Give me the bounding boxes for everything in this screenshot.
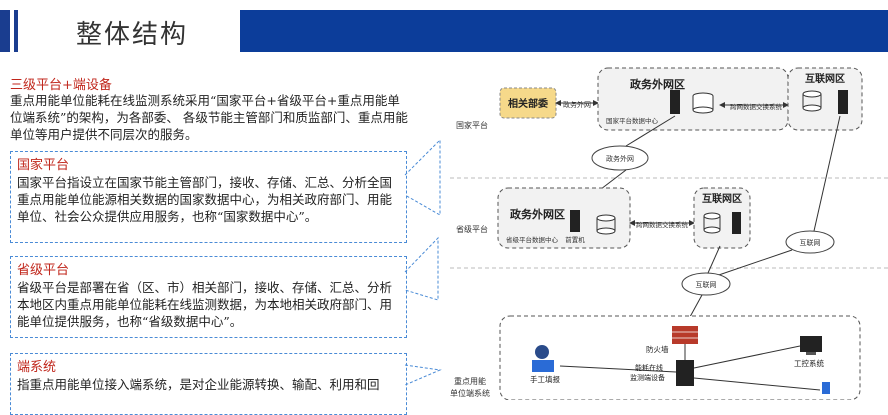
end-system-box: 端系统 指重点用能单位接入端系统，是对企业能源转换、输配、利用和回	[10, 353, 407, 415]
national-internet-zone	[787, 67, 863, 131]
national-platform-box: 国家平台 国家平台指设立在国家节能主管部门，接收、存储、汇总、分析全国重点用能单…	[10, 151, 407, 243]
national-gov-zone-label: 政务外网区	[630, 77, 685, 91]
row-label-enterprise-1: 重点用能	[454, 376, 486, 386]
box-body: 指重点用能单位接入端系统，是对企业能源转换、输配、利用和回	[17, 377, 380, 392]
server-icon	[838, 90, 848, 114]
terminal-label-1: 能耗在线	[635, 363, 663, 372]
frontend-label: 前置机	[565, 235, 585, 244]
row-label-national: 国家平台	[456, 120, 488, 130]
row-label-provincial: 省级平台	[456, 224, 488, 234]
database-icon	[692, 106, 714, 114]
laptop-icon	[532, 360, 554, 372]
provincial-gov-zone-sub: 省级平台数据中心	[506, 235, 559, 244]
row-label-enterprise-2: 单位端系统	[450, 388, 490, 398]
title-banner	[240, 10, 888, 52]
section-heading: 三级平台+端设备	[10, 78, 112, 93]
provincial-zone	[497, 187, 631, 249]
cloud-gov-label: 政务外网	[606, 154, 634, 163]
server-icon	[670, 90, 680, 114]
cloud-gov-net	[591, 145, 649, 171]
page-title: 整体结构	[76, 20, 189, 50]
box-heading: 国家平台	[17, 158, 70, 173]
cloud-internet-right-label: 互联网	[800, 238, 821, 247]
database-icon	[596, 227, 616, 235]
ministry-link-label: 政务外网	[563, 100, 591, 109]
server-icon	[732, 212, 741, 234]
cloud-internet-right	[785, 230, 835, 254]
ics-label: 工控系统	[794, 358, 824, 368]
national-exchange-label: 跨网数据交换系统	[730, 102, 783, 111]
box-heading: 省级平台	[17, 263, 70, 278]
firewall-icon	[672, 326, 698, 344]
box-body: 省级平台是部署在省（区、市）相关部门，接收、存储、汇总、分析本地区内重点用能单位…	[17, 280, 393, 329]
title-accent-bar-thin	[14, 10, 18, 52]
manual-entry-label: 手工填报	[530, 374, 560, 384]
title-accent-bar	[0, 10, 10, 52]
provincial-gov-zone-label: 政务外网区	[510, 207, 565, 221]
ministry-label: 相关部委	[508, 97, 549, 110]
terminal-label-2: 监测端设备	[630, 373, 665, 382]
provincial-internet-label: 互联网区	[702, 192, 742, 205]
monitor-icon	[800, 336, 822, 352]
enterprise-zone	[499, 315, 861, 400]
cloud-internet-center-label: 互联网	[696, 280, 717, 289]
firewall-label: 防火墙	[646, 344, 669, 354]
national-internet-label: 互联网区	[805, 72, 845, 85]
provincial-exchange-label: 跨网数据交换系统	[636, 220, 689, 229]
section-body: 重点用能单位能耗在线监测系统采用“国家平台+省级平台+重点用能单位端系统”的架构…	[10, 93, 408, 142]
frontend-server-icon	[570, 210, 580, 232]
national-gov-zone-sub: 国家平台数据中心	[606, 116, 659, 125]
terminal-device-icon	[676, 360, 694, 386]
database-icon	[703, 226, 721, 234]
provincial-platform-box: 省级平台 省级平台是部署在省（区、市）相关部门，接收、存储、汇总、分析本地区内重…	[10, 256, 407, 338]
architecture-diagram: 国家平台 省级平台 重点用能 单位端系统 相关部委 政务外网 政务外网区 国家平…	[450, 67, 888, 400]
box-heading: 端系统	[17, 360, 57, 375]
database-icon	[802, 104, 822, 112]
box-body: 国家平台指设立在国家节能主管部门，接收、存储、汇总、分析全国重点用能单位能源相关…	[17, 175, 393, 224]
title-bar: 整体结构	[0, 0, 888, 58]
cloud-internet-center	[681, 272, 731, 296]
person-icon	[535, 345, 549, 359]
meter-icon	[822, 382, 830, 394]
